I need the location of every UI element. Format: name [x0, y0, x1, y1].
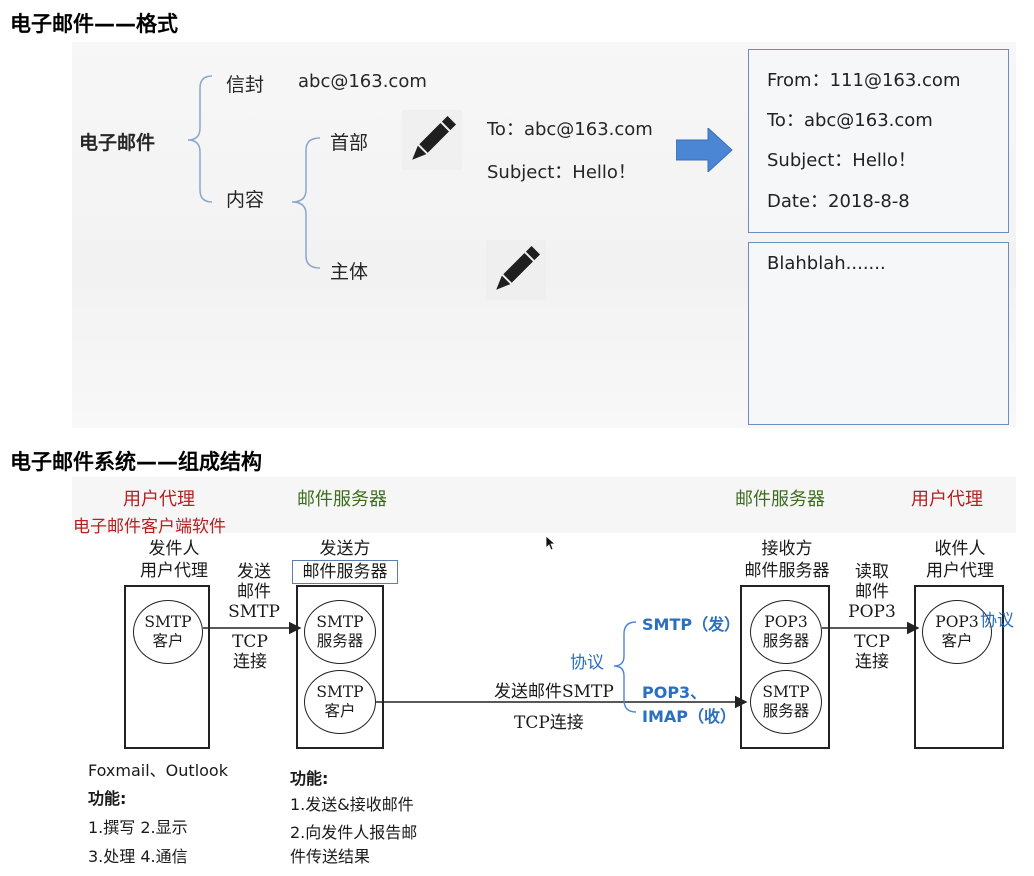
pencil-icon: [486, 240, 546, 300]
ua-right-label: 用户代理: [911, 489, 983, 510]
client-func-line-2: 3.处理 4.通信: [88, 847, 188, 866]
protocol-smtp-label: SMTP（发）: [642, 615, 741, 634]
result-header-box: From：111@163.com To：abc@163.com Subject：…: [748, 49, 1009, 233]
protocol-pop3-label: POP3、: [642, 683, 707, 702]
structure-header-band: [72, 477, 1016, 533]
client-software-label: 电子邮件客户端软件: [73, 517, 226, 537]
receiver-ua-caption: 收件人 用户代理: [926, 539, 994, 581]
section-title-format: 电子邮件——格式: [10, 12, 178, 36]
section-title-structure: 电子邮件系统——组成结构: [10, 450, 262, 474]
body-label: 主体: [330, 261, 369, 283]
arrow-right-icon: [676, 128, 733, 172]
mouse-cursor-icon: [545, 535, 557, 551]
ms-right-label: 邮件服务器: [735, 489, 825, 510]
header-to-text: To：abc@163.com: [487, 119, 653, 140]
middle-tcp-label: TCP连接: [514, 713, 584, 733]
result-date: Date：2018-8-8: [767, 191, 910, 212]
client-func-line-1: 1.撰写 2.显示: [88, 818, 188, 837]
client-examples: Foxmail、Outlook: [88, 761, 228, 780]
header-label: 首部: [330, 132, 369, 154]
send-mail-label: 发送 邮件 SMTP: [228, 562, 280, 622]
result-to: To：abc@163.com: [767, 110, 933, 131]
server-func-line-3: 件传送结果: [290, 847, 371, 866]
server-func-title: 功能:: [290, 769, 329, 788]
receiver-server-caption: 接收方 邮件服务器: [744, 539, 830, 581]
ua-left-label: 用户代理: [123, 489, 195, 510]
protocol-label: 协议: [570, 653, 604, 673]
ms-left-label: 邮件服务器: [297, 489, 387, 510]
result-subject: Subject：Hello！: [767, 150, 916, 171]
client-func-title: 功能:: [88, 789, 127, 808]
header-subject-text: Subject：Hello！: [487, 162, 636, 183]
content-label: 内容: [226, 189, 265, 211]
server-func-line-2: 2.向发件人报告邮: [290, 823, 418, 842]
envelope-value: abc@163.com: [298, 71, 427, 92]
result-body-text: Blahblah.......: [767, 253, 886, 274]
envelope-label: 信封: [226, 74, 265, 96]
result-from: From：111@163.com: [767, 70, 961, 91]
sender-server-caption: 发送方 邮件服务器: [292, 538, 398, 584]
protocol-right-label: 协议: [980, 611, 1014, 631]
result-body-box: Blahblah.......: [748, 242, 1009, 425]
protocol-imap-label: IMAP（收）: [642, 707, 736, 726]
read-mail-label: 读取 邮件 POP3: [848, 562, 896, 622]
email-root-label: 电子邮件: [79, 132, 156, 154]
server-func-line-1: 1.发送&接收邮件: [290, 795, 414, 814]
format-bracket-lines: [187, 75, 321, 269]
tcp-right-label: TCP 连接: [854, 632, 890, 672]
tcp-left-label: TCP 连接: [232, 632, 268, 672]
pencil-icon: [402, 110, 462, 170]
sender-ua-caption: 发件人 用户代理: [140, 539, 208, 581]
middle-send-label: 发送邮件SMTP: [494, 682, 614, 702]
